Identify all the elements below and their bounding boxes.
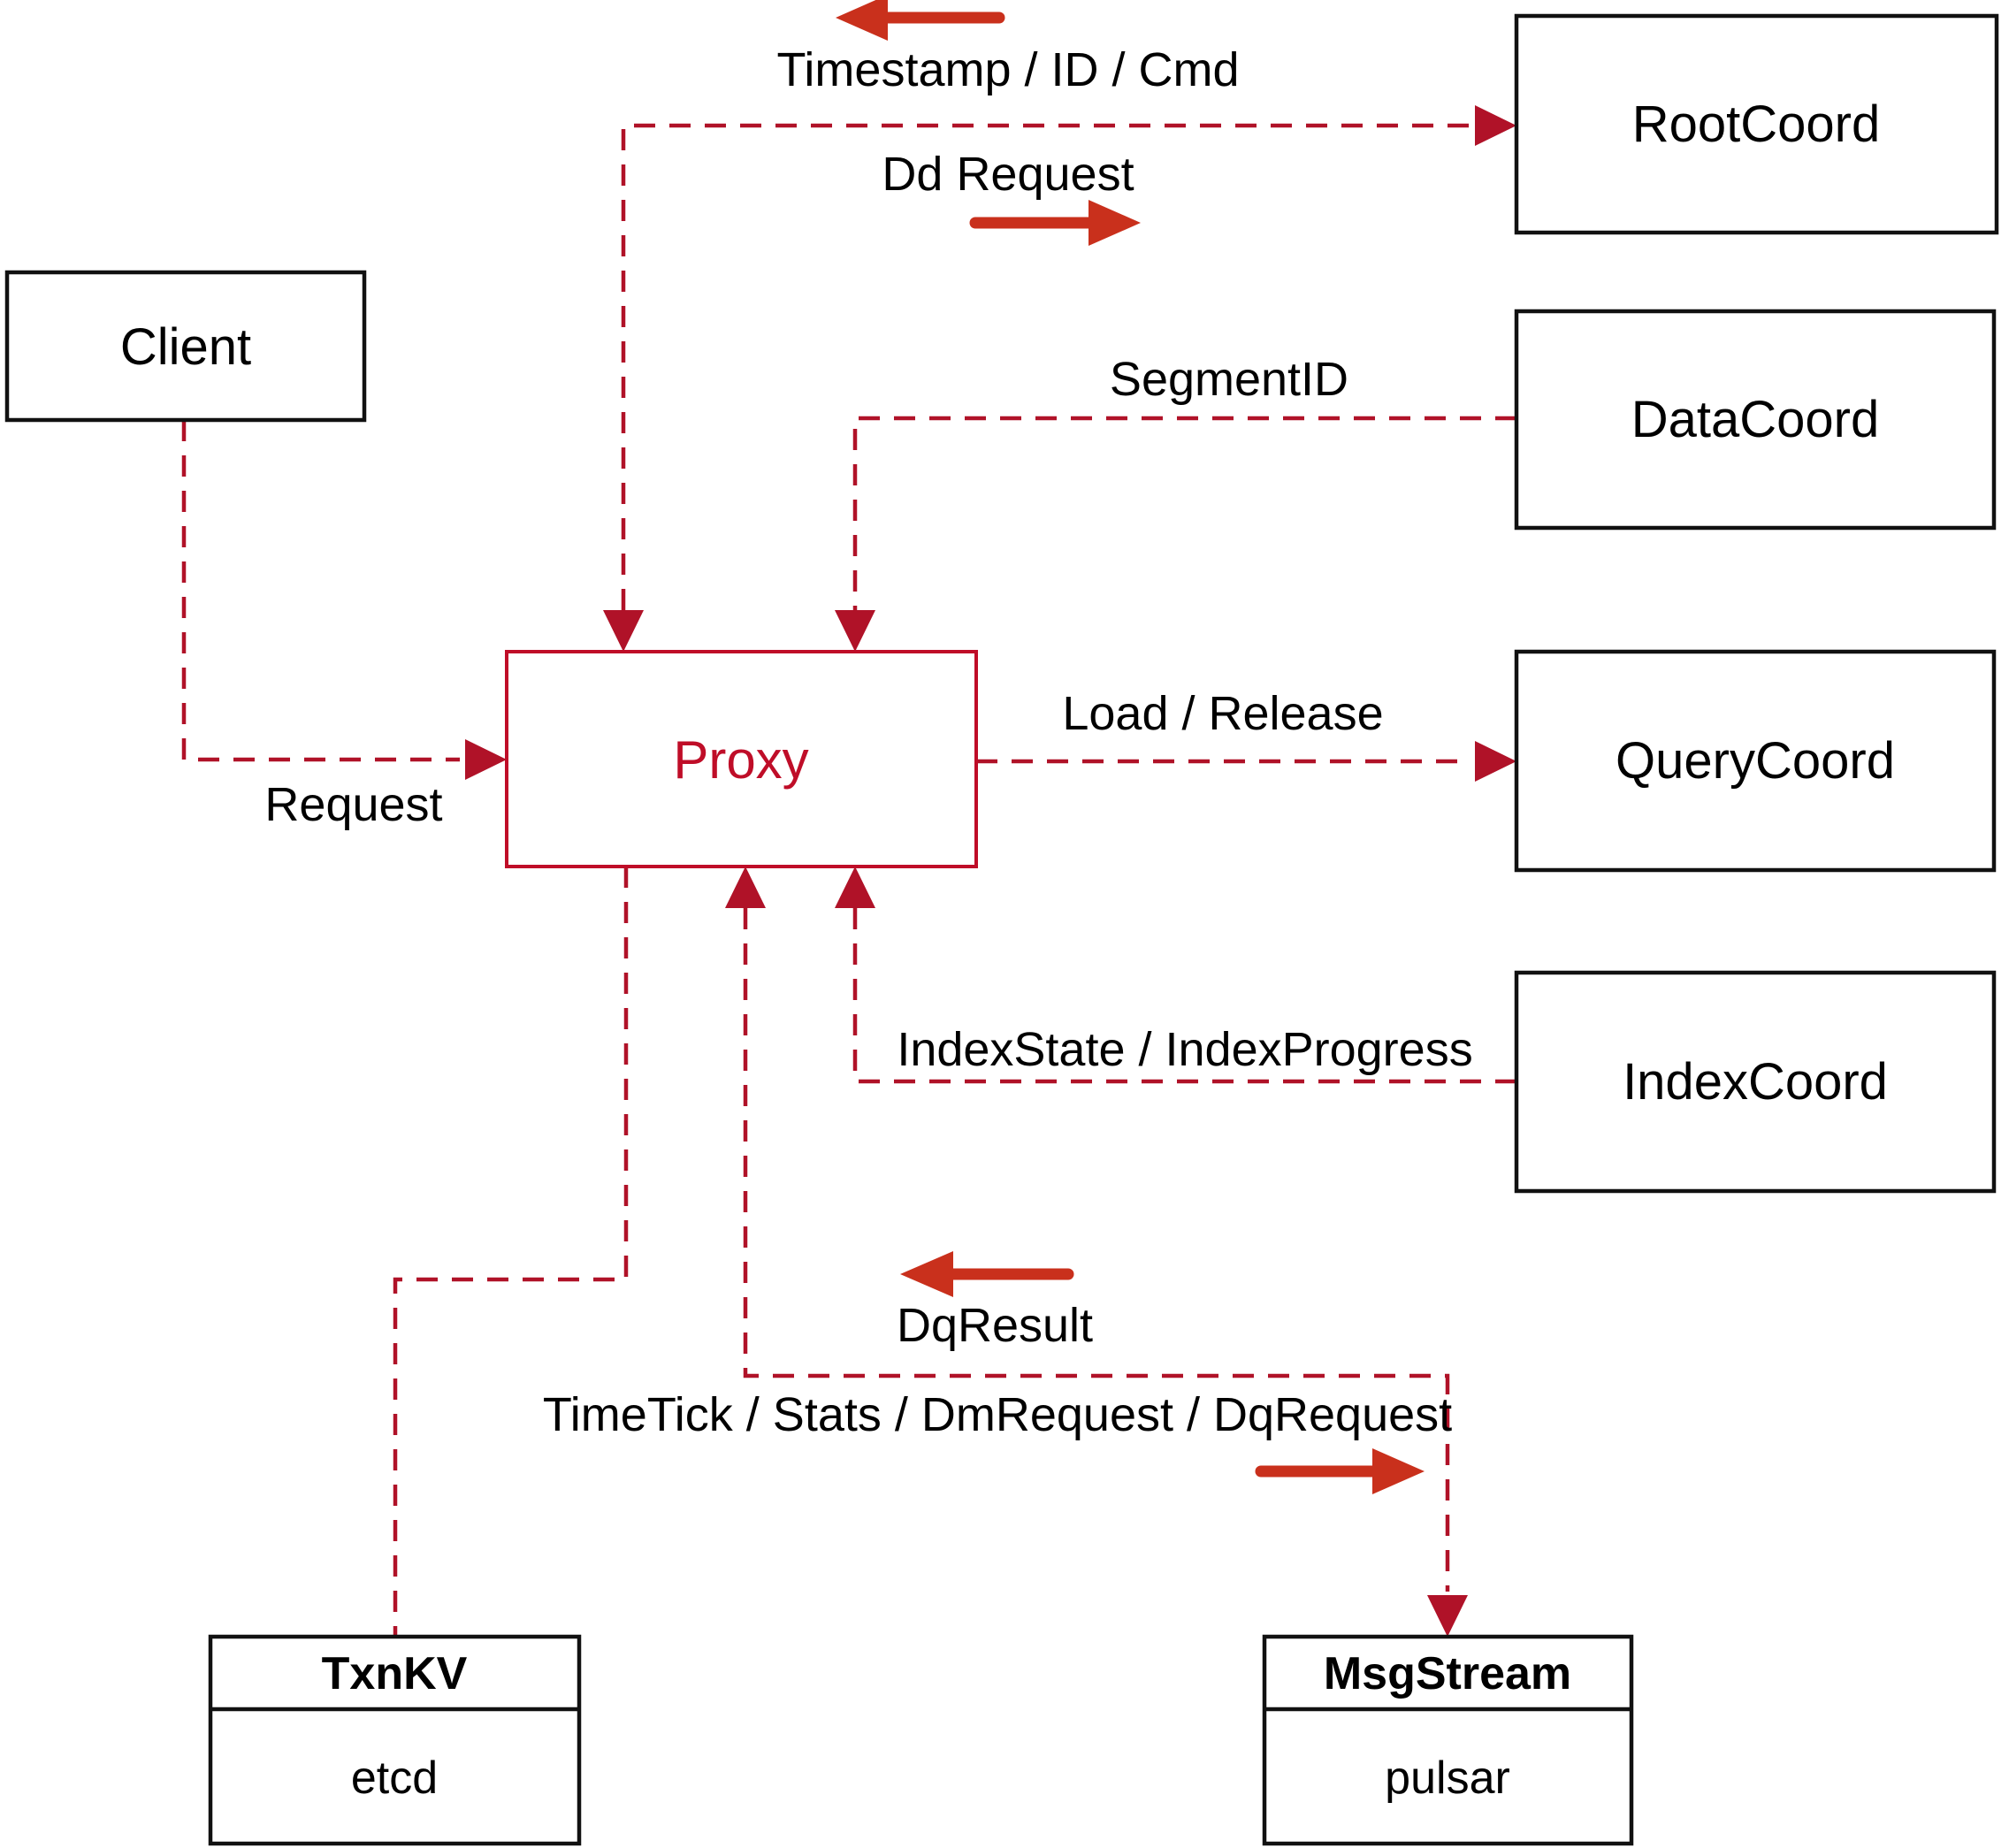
arrowhead-into-querycoord (1475, 741, 1516, 782)
edge-label-timetick-stats: TimeTick / Stats / DmRequest / DqRequest (543, 1388, 1452, 1441)
direction-arrows (836, 0, 1425, 1494)
txnkv-node: TxnKV etcd (208, 1634, 582, 1846)
msgstream-node: MsgStream pulsar (1262, 1634, 1634, 1846)
arrowhead-datacoord-into-proxy (835, 610, 875, 652)
querycoord-node-label: QueryCoord (1616, 732, 1895, 790)
arrowhead-msgstream-into-proxy (725, 867, 766, 908)
proxy-node-label: Proxy (673, 730, 808, 790)
datacoord-node (1514, 309, 1997, 531)
edge-label-load-release: Load / Release (1062, 687, 1383, 740)
edge-label-request: Request (264, 778, 442, 831)
client-node-label: Client (120, 318, 251, 376)
edge-labels: Timestamp / ID / Cmd Dd Request SegmentI… (264, 43, 1472, 1441)
arrowhead-into-rootcoord (1475, 105, 1516, 146)
edge-label-segment-id: SegmentID (1110, 353, 1348, 406)
querycoord-node (1514, 649, 1997, 873)
arrowhead-into-msgstream (1427, 1595, 1468, 1637)
indexcoord-node-label: IndexCoord (1623, 1053, 1888, 1111)
left-arrow-icon-head (836, 0, 888, 41)
client-node (4, 270, 367, 423)
right-arrow-icon-head (1089, 200, 1141, 246)
msgstream-node-subtitle: pulsar (1385, 1753, 1510, 1804)
arrowhead-request-into-proxy (465, 739, 507, 780)
edge-proxy-txnkv (393, 867, 629, 1635)
edge-proxy-rootcoord (621, 123, 1470, 610)
edge-label-timestamp-id-cmd: Timestamp / ID / Cmd (776, 43, 1239, 96)
arrowhead-rootcoord-into-proxy (603, 610, 644, 652)
right-arrow-icon-head (1372, 1448, 1425, 1494)
nodes: Client RootCoord DataCoord QueryCoord In… (4, 13, 1999, 1846)
edge-label-indexstate-indexprogress: IndexState / IndexProgress (897, 1023, 1472, 1076)
edge-datacoord-proxy (852, 416, 1516, 610)
edges (181, 105, 1516, 1637)
edge-proxy-msgstream (743, 908, 1450, 1592)
msgstream-node-title: MsgStream (1324, 1648, 1571, 1699)
txnkv-node-subtitle: etcd (351, 1753, 438, 1804)
txnkv-node-box (208, 1634, 582, 1846)
rootcoord-node (1514, 13, 1999, 235)
arrowhead-indexcoord-into-proxy (835, 867, 875, 908)
edge-client-proxy (181, 420, 460, 762)
msgstream-node-box (1262, 1634, 1634, 1846)
indexcoord-node (1514, 970, 1997, 1194)
txnkv-node-title: TxnKV (322, 1648, 468, 1699)
proxy-node (505, 650, 978, 868)
edge-label-dqresult: DqResult (897, 1299, 1093, 1352)
datacoord-node-label: DataCoord (1631, 391, 1879, 448)
rootcoord-node-label: RootCoord (1632, 95, 1880, 153)
edge-indexcoord-proxy (852, 908, 1516, 1084)
edge-label-dd-request: Dd Request (882, 148, 1134, 201)
left-arrow-icon-head (900, 1251, 953, 1297)
